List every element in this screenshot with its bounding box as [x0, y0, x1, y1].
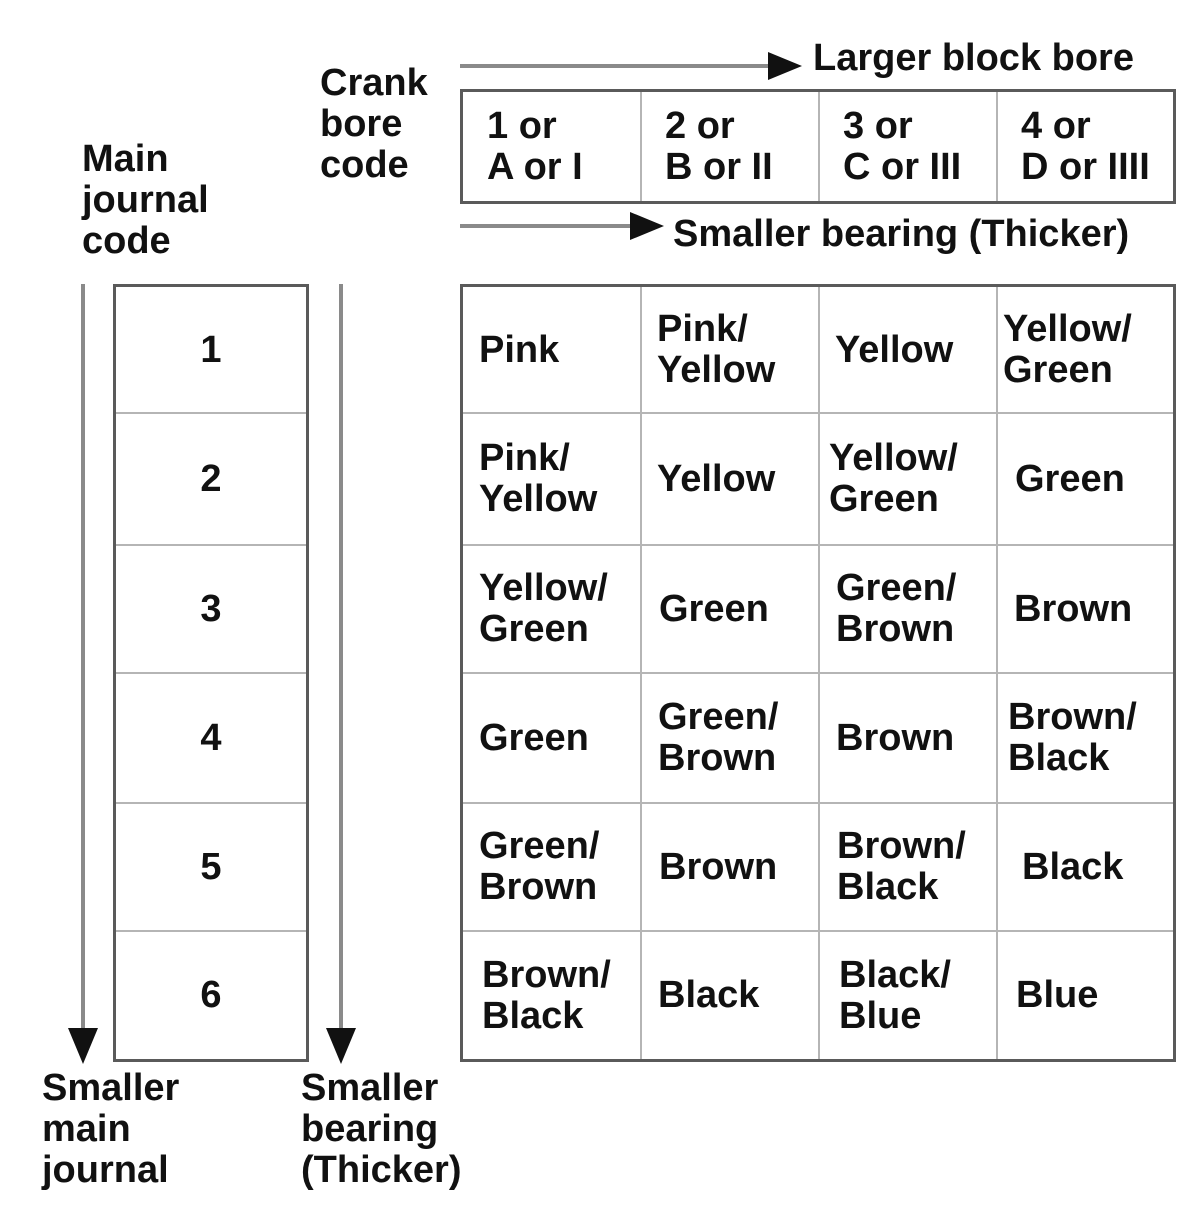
bearing-color-r5-c4: Black	[1022, 845, 1124, 888]
bearing-color-r4-c3: Brown	[836, 716, 955, 759]
header-divider-2	[818, 92, 820, 201]
bearing-color-r5-c1: Green/ Brown	[479, 825, 600, 908]
bearing-color-r2-c2: Yellow	[657, 457, 776, 500]
bearing-color-r3-c1: Yellow/ Green	[479, 567, 608, 650]
crank-bore-code-4: 4 or D or IIII	[1021, 104, 1150, 188]
grid-row-divider-3	[463, 672, 1173, 674]
crank-bore-code-label: Crank bore code	[320, 62, 428, 186]
smaller-bearing-arrowhead-icon	[630, 212, 664, 240]
smaller-bearing-vertical-arrow-shaft	[339, 284, 343, 1030]
larger-block-bore-label: Larger block bore	[813, 37, 1134, 79]
grid-row-divider-4	[463, 802, 1173, 804]
journal-divider-2	[116, 544, 306, 546]
main-journal-code-5: 5	[200, 845, 222, 888]
crank-bore-code-3: 3 or C or III	[843, 104, 962, 188]
bearing-color-r1-c4: Yellow/ Green	[1003, 308, 1132, 391]
smaller-main-journal-label: Smaller main journal	[42, 1067, 180, 1191]
main-journal-code-6: 6	[200, 974, 222, 1016]
bearing-color-r2-c4: Green	[1015, 457, 1125, 500]
bearing-color-r6-c3: Black/ Blue	[839, 953, 951, 1037]
bearing-color-r3-c2: Green	[659, 587, 769, 630]
main-journal-code-column: 1 2 3 4 5 6	[113, 284, 309, 1062]
bearing-color-r3-c4: Brown	[1014, 587, 1133, 630]
larger-block-bore-arrowhead-icon	[768, 52, 802, 80]
journal-divider-3	[116, 672, 306, 674]
larger-block-bore-arrow-shaft	[460, 64, 770, 68]
main-journal-code-3: 3	[200, 587, 222, 630]
journal-divider-5	[116, 930, 306, 932]
main-journal-code-2: 2	[200, 457, 222, 500]
bearing-color-grid: Pink Pink/ Yellow Yellow Yellow/ Green P…	[460, 284, 1176, 1062]
bearing-color-r6-c4: Blue	[1016, 974, 1099, 1016]
smaller-main-journal-arrowhead-icon	[68, 1028, 98, 1064]
bearing-color-r5-c3: Brown/ Black	[837, 825, 966, 908]
bearing-color-r1-c3: Yellow	[835, 328, 954, 371]
bearing-color-r1-c2: Pink/ Yellow	[657, 308, 776, 391]
main-journal-code-4: 4	[200, 716, 222, 759]
smaller-bearing-vertical-arrowhead-icon	[326, 1028, 356, 1064]
grid-row-divider-5	[463, 930, 1173, 932]
bearing-color-r5-c2: Brown	[659, 845, 778, 888]
journal-divider-4	[116, 802, 306, 804]
journal-divider-1	[116, 412, 306, 414]
bearing-color-r2-c1: Pink/ Yellow	[479, 437, 598, 520]
header-divider-1	[640, 92, 642, 201]
smaller-bearing-thicker-label-bottom: Smaller bearing (Thicker)	[301, 1067, 462, 1191]
main-journal-code-label: Main journal code	[82, 138, 209, 262]
crank-bore-code-header: 1 or A or I 2 or B or II 3 or C or III 4…	[460, 89, 1176, 204]
crank-bore-code-2: 2 or B or II	[665, 104, 773, 188]
smaller-bearing-arrow-shaft	[460, 224, 632, 228]
header-divider-3	[996, 92, 998, 201]
bearing-color-r4-c1: Green	[479, 716, 589, 759]
bearing-color-r1-c1: Pink	[479, 328, 560, 371]
bearing-color-r4-c4: Brown/ Black	[1008, 696, 1137, 779]
bearing-color-r2-c3: Yellow/ Green	[829, 437, 958, 520]
bearing-color-r6-c2: Black	[658, 974, 760, 1016]
grid-row-divider-2	[463, 544, 1173, 546]
smaller-main-journal-arrow-shaft	[81, 284, 85, 1030]
bearing-color-r6-c1: Brown/ Black	[482, 953, 611, 1037]
crank-bore-code-1: 1 or A or I	[487, 104, 583, 188]
bearing-color-r3-c3: Green/ Brown	[836, 567, 957, 650]
grid-row-divider-1	[463, 412, 1173, 414]
main-journal-code-1: 1	[200, 328, 222, 371]
bearing-color-r4-c2: Green/ Brown	[658, 696, 779, 779]
smaller-bearing-thicker-label-top: Smaller bearing (Thicker)	[673, 213, 1130, 255]
